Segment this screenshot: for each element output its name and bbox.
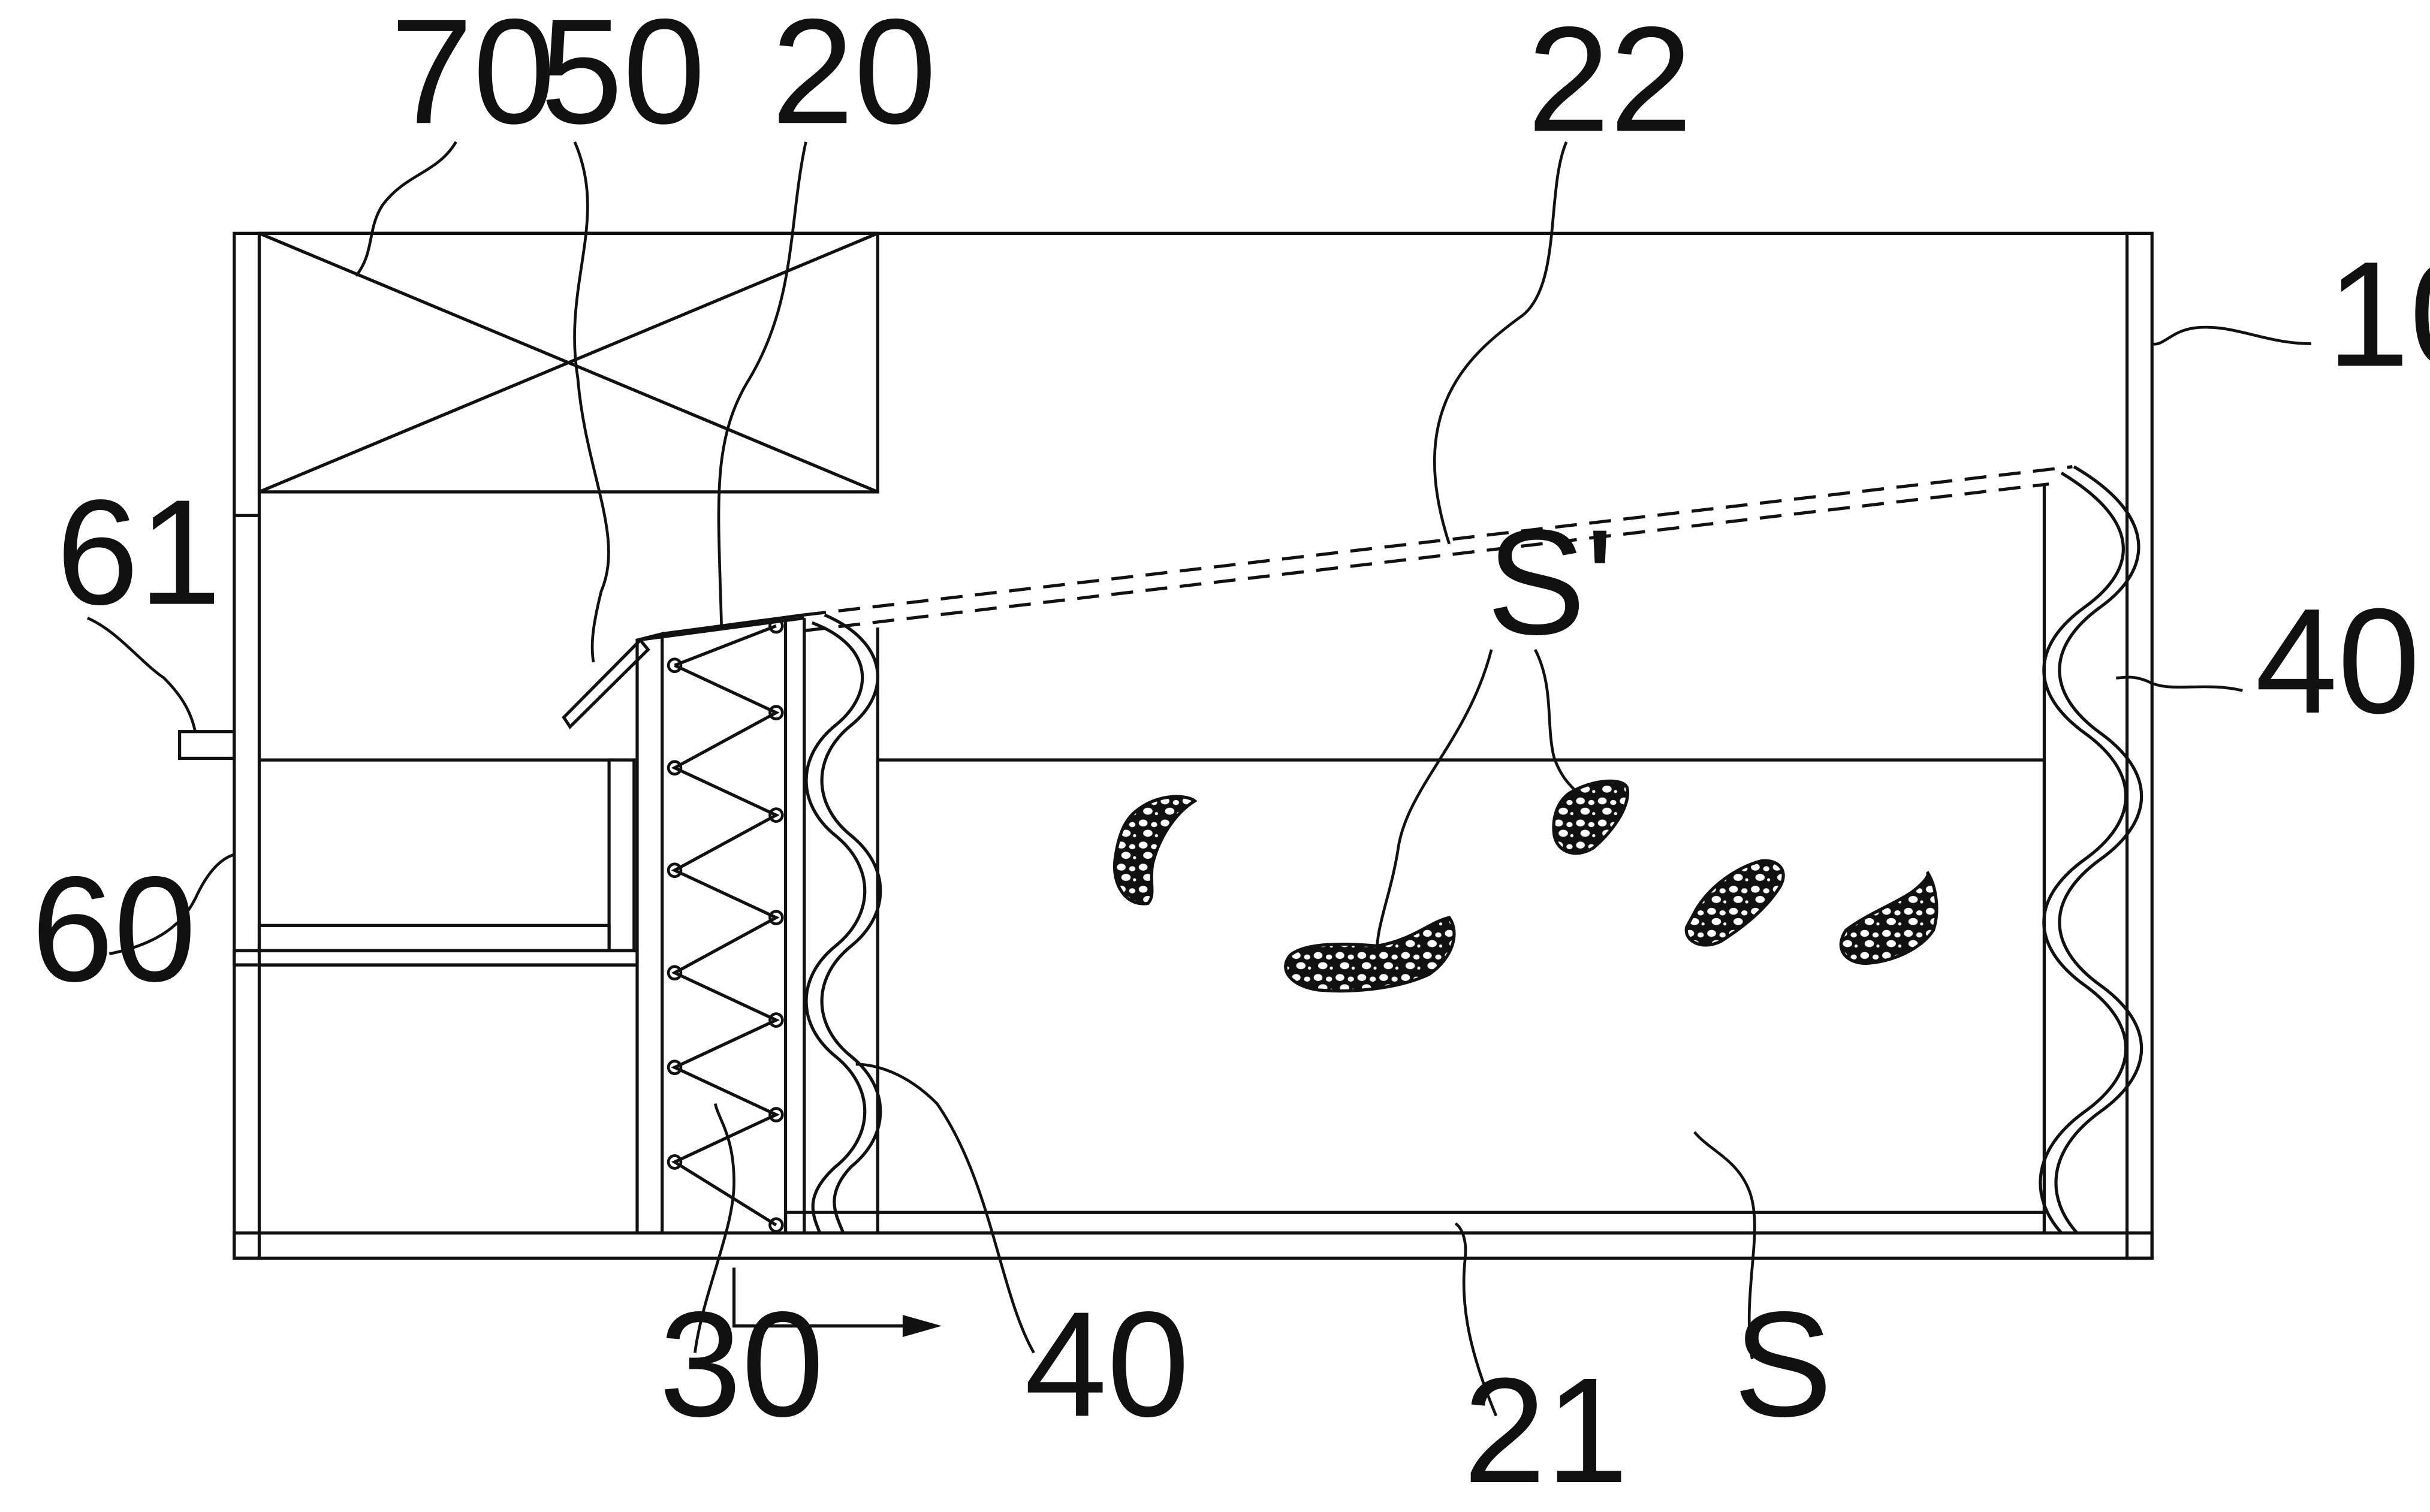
label-sludge-clumps: S' [1487, 499, 1614, 666]
bellows-right [2039, 465, 2143, 1235]
outlet-pipe [178, 730, 236, 760]
deflector [562, 638, 650, 729]
housing [233, 231, 2154, 1260]
label-floor-plate: 21 [1463, 1347, 1628, 1512]
label-spring: 30 [659, 1280, 824, 1447]
label-sludge: S [1733, 1280, 1832, 1447]
lid-guide [804, 465, 2073, 632]
floor-plate [783, 1211, 2046, 1235]
label-lid-guide: 22 [1527, 0, 1692, 163]
label-collector: 60 [31, 845, 196, 1012]
label-unit-box: 70 [390, 0, 555, 155]
sludge-region [876, 758, 2046, 1214]
flow-arrow [732, 1267, 942, 1337]
screen-member [635, 613, 879, 1235]
sludge-clumps [1113, 779, 1938, 993]
label-housing: 10 [2327, 230, 2430, 397]
unit-box [234, 231, 879, 517]
label-deflector: 50 [540, 0, 705, 155]
bellows-left [804, 613, 882, 1234]
label-bellows-right: 40 [2255, 577, 2420, 744]
collector [233, 758, 639, 967]
label-screen-member: 20 [771, 0, 936, 155]
spring [667, 618, 784, 1233]
label-outlet-pipe: 61 [56, 469, 221, 636]
label-bellows-left: 40 [1024, 1280, 1189, 1447]
leader-lines [86, 141, 2311, 1417]
